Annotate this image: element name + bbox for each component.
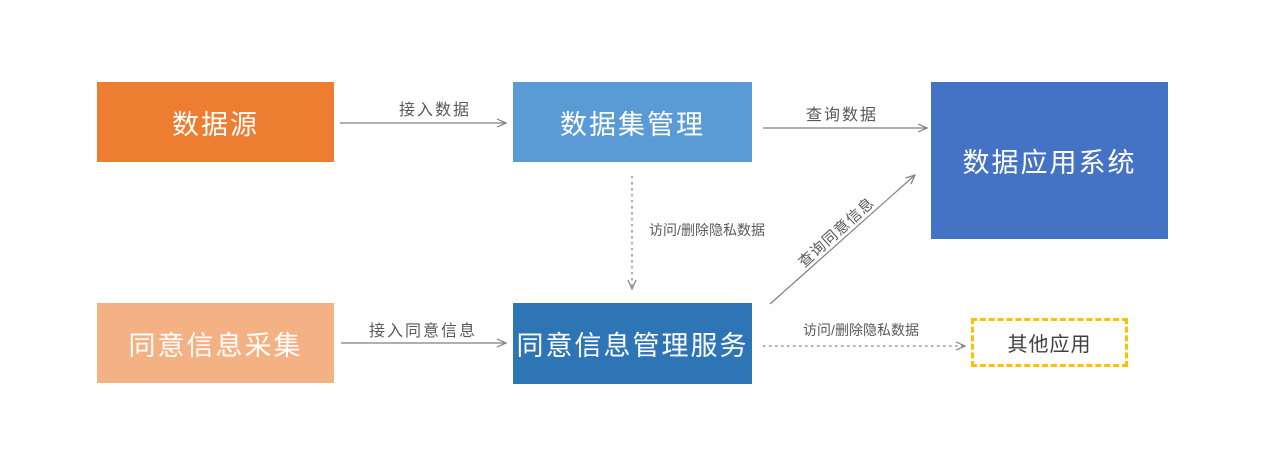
node-other-applications-label: 其他应用 bbox=[1007, 334, 1092, 356]
node-dataset-management: 数据集管理 bbox=[513, 82, 752, 162]
node-consent-info-management-service-label: 同意信息管理服务 bbox=[516, 331, 749, 361]
edge-label-access-delete-private-data-vertical: 访问/删除隐私数据 bbox=[649, 222, 765, 238]
node-consent-info-management-service: 同意信息管理服务 bbox=[513, 303, 752, 384]
edge-label-access-consent-info: 接入同意信息 bbox=[368, 323, 478, 340]
edge-label-access-data: 接入数据 bbox=[398, 102, 472, 119]
edge-label-query-data: 查询数据 bbox=[805, 107, 879, 124]
node-data-application-system-label: 数据应用系统 bbox=[962, 148, 1137, 178]
node-other-applications: 其他应用 bbox=[971, 318, 1128, 367]
node-consent-info-collection: 同意信息采集 bbox=[97, 303, 334, 383]
edge-label-access-delete-private-data-horizontal: 访问/删除隐私数据 bbox=[803, 322, 919, 338]
node-data-source-label: 数据源 bbox=[172, 109, 259, 140]
node-data-application-system: 数据应用系统 bbox=[931, 82, 1168, 239]
node-consent-info-collection-label: 同意信息采集 bbox=[128, 330, 303, 361]
node-dataset-management-label: 数据集管理 bbox=[560, 109, 705, 140]
edge-query-consent-info bbox=[769, 175, 915, 305]
node-data-source: 数据源 bbox=[97, 82, 334, 162]
